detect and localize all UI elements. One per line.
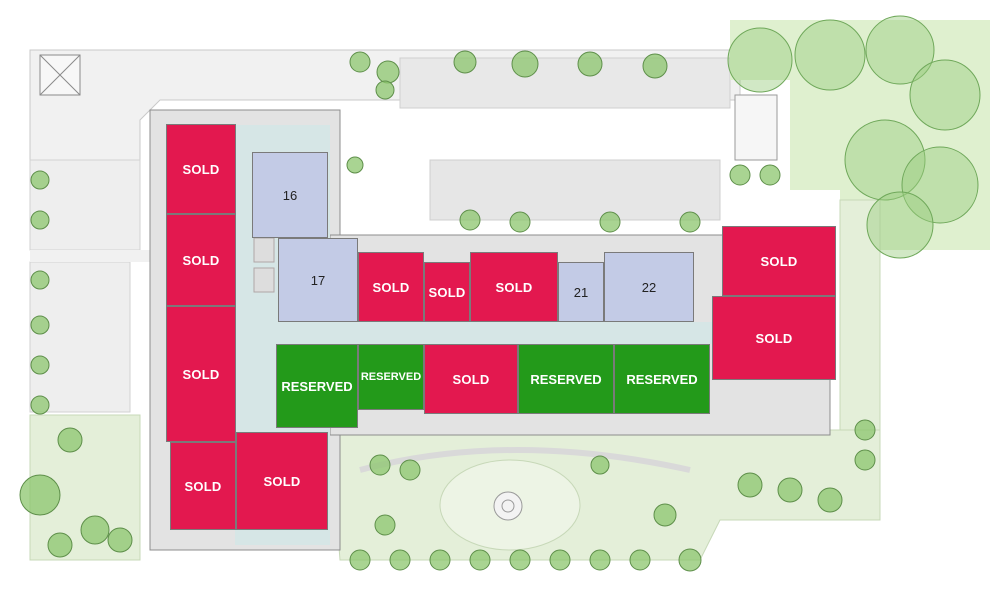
unit-reserved[interactable]: RESERVED <box>276 344 358 428</box>
unit-label: SOLD <box>184 478 222 494</box>
unit-17[interactable]: 17 <box>278 238 358 322</box>
unit-sold[interactable]: SOLD <box>166 124 236 214</box>
unit-sold[interactable]: SOLD <box>166 214 236 306</box>
unit-sold[interactable]: SOLD <box>166 306 236 442</box>
large-trees <box>727 15 981 259</box>
unit-label: SOLD <box>182 366 220 382</box>
trees <box>19 50 876 572</box>
utility-building <box>734 94 778 161</box>
parking-lot-left <box>29 159 141 251</box>
unit-label: 16 <box>282 187 298 203</box>
unit-16[interactable]: 16 <box>252 152 328 238</box>
unit-sold[interactable]: SOLD <box>722 226 836 296</box>
unit-label: RESERVED <box>626 371 698 387</box>
unit-label: SOLD <box>495 279 533 295</box>
unit-21[interactable]: 21 <box>558 262 604 322</box>
unit-reserved[interactable]: RESERVED <box>358 344 424 410</box>
parking-lot-middle <box>429 159 721 221</box>
unit-label: RESERVED <box>281 378 353 394</box>
east-garden <box>839 199 881 431</box>
unit-label: 17 <box>310 272 326 288</box>
unit-sold[interactable]: SOLD <box>358 252 424 322</box>
woodland-area <box>730 20 990 250</box>
unit-label: SOLD <box>372 279 410 295</box>
unit-sold[interactable]: SOLD <box>424 262 470 322</box>
unit-reserved[interactable]: RESERVED <box>518 344 614 414</box>
stair-2 <box>253 267 275 293</box>
parking-lot-lower-left <box>29 261 131 413</box>
unit-reserved[interactable]: RESERVED <box>614 344 710 414</box>
access-road-left <box>30 250 160 262</box>
unit-label: SOLD <box>428 284 466 300</box>
unit-sold[interactable]: SOLD <box>424 344 518 414</box>
unit-label: SOLD <box>182 252 220 268</box>
unit-label: 22 <box>641 279 657 295</box>
unit-sold[interactable]: SOLD <box>470 252 558 322</box>
unit-label: SOLD <box>452 371 490 387</box>
unit-label: SOLD <box>760 253 798 269</box>
unit-label: SOLD <box>755 330 793 346</box>
parking-lot-top <box>399 57 731 109</box>
unit-sold[interactable]: SOLD <box>170 442 236 530</box>
unit-label: RESERVED <box>360 371 422 383</box>
unit-label: SOLD <box>182 161 220 177</box>
unit-label: SOLD <box>263 473 301 489</box>
unit-sold[interactable]: SOLD <box>712 296 836 380</box>
unit-sold[interactable]: SOLD <box>236 432 328 530</box>
walkway-curve <box>359 447 691 473</box>
stair-1 <box>253 237 275 263</box>
unit-label: RESERVED <box>530 371 602 387</box>
fountain <box>493 491 523 521</box>
unit-label: 21 <box>573 284 589 300</box>
corridor-horizontal <box>240 322 730 344</box>
unit-22[interactable]: 22 <box>604 252 694 322</box>
